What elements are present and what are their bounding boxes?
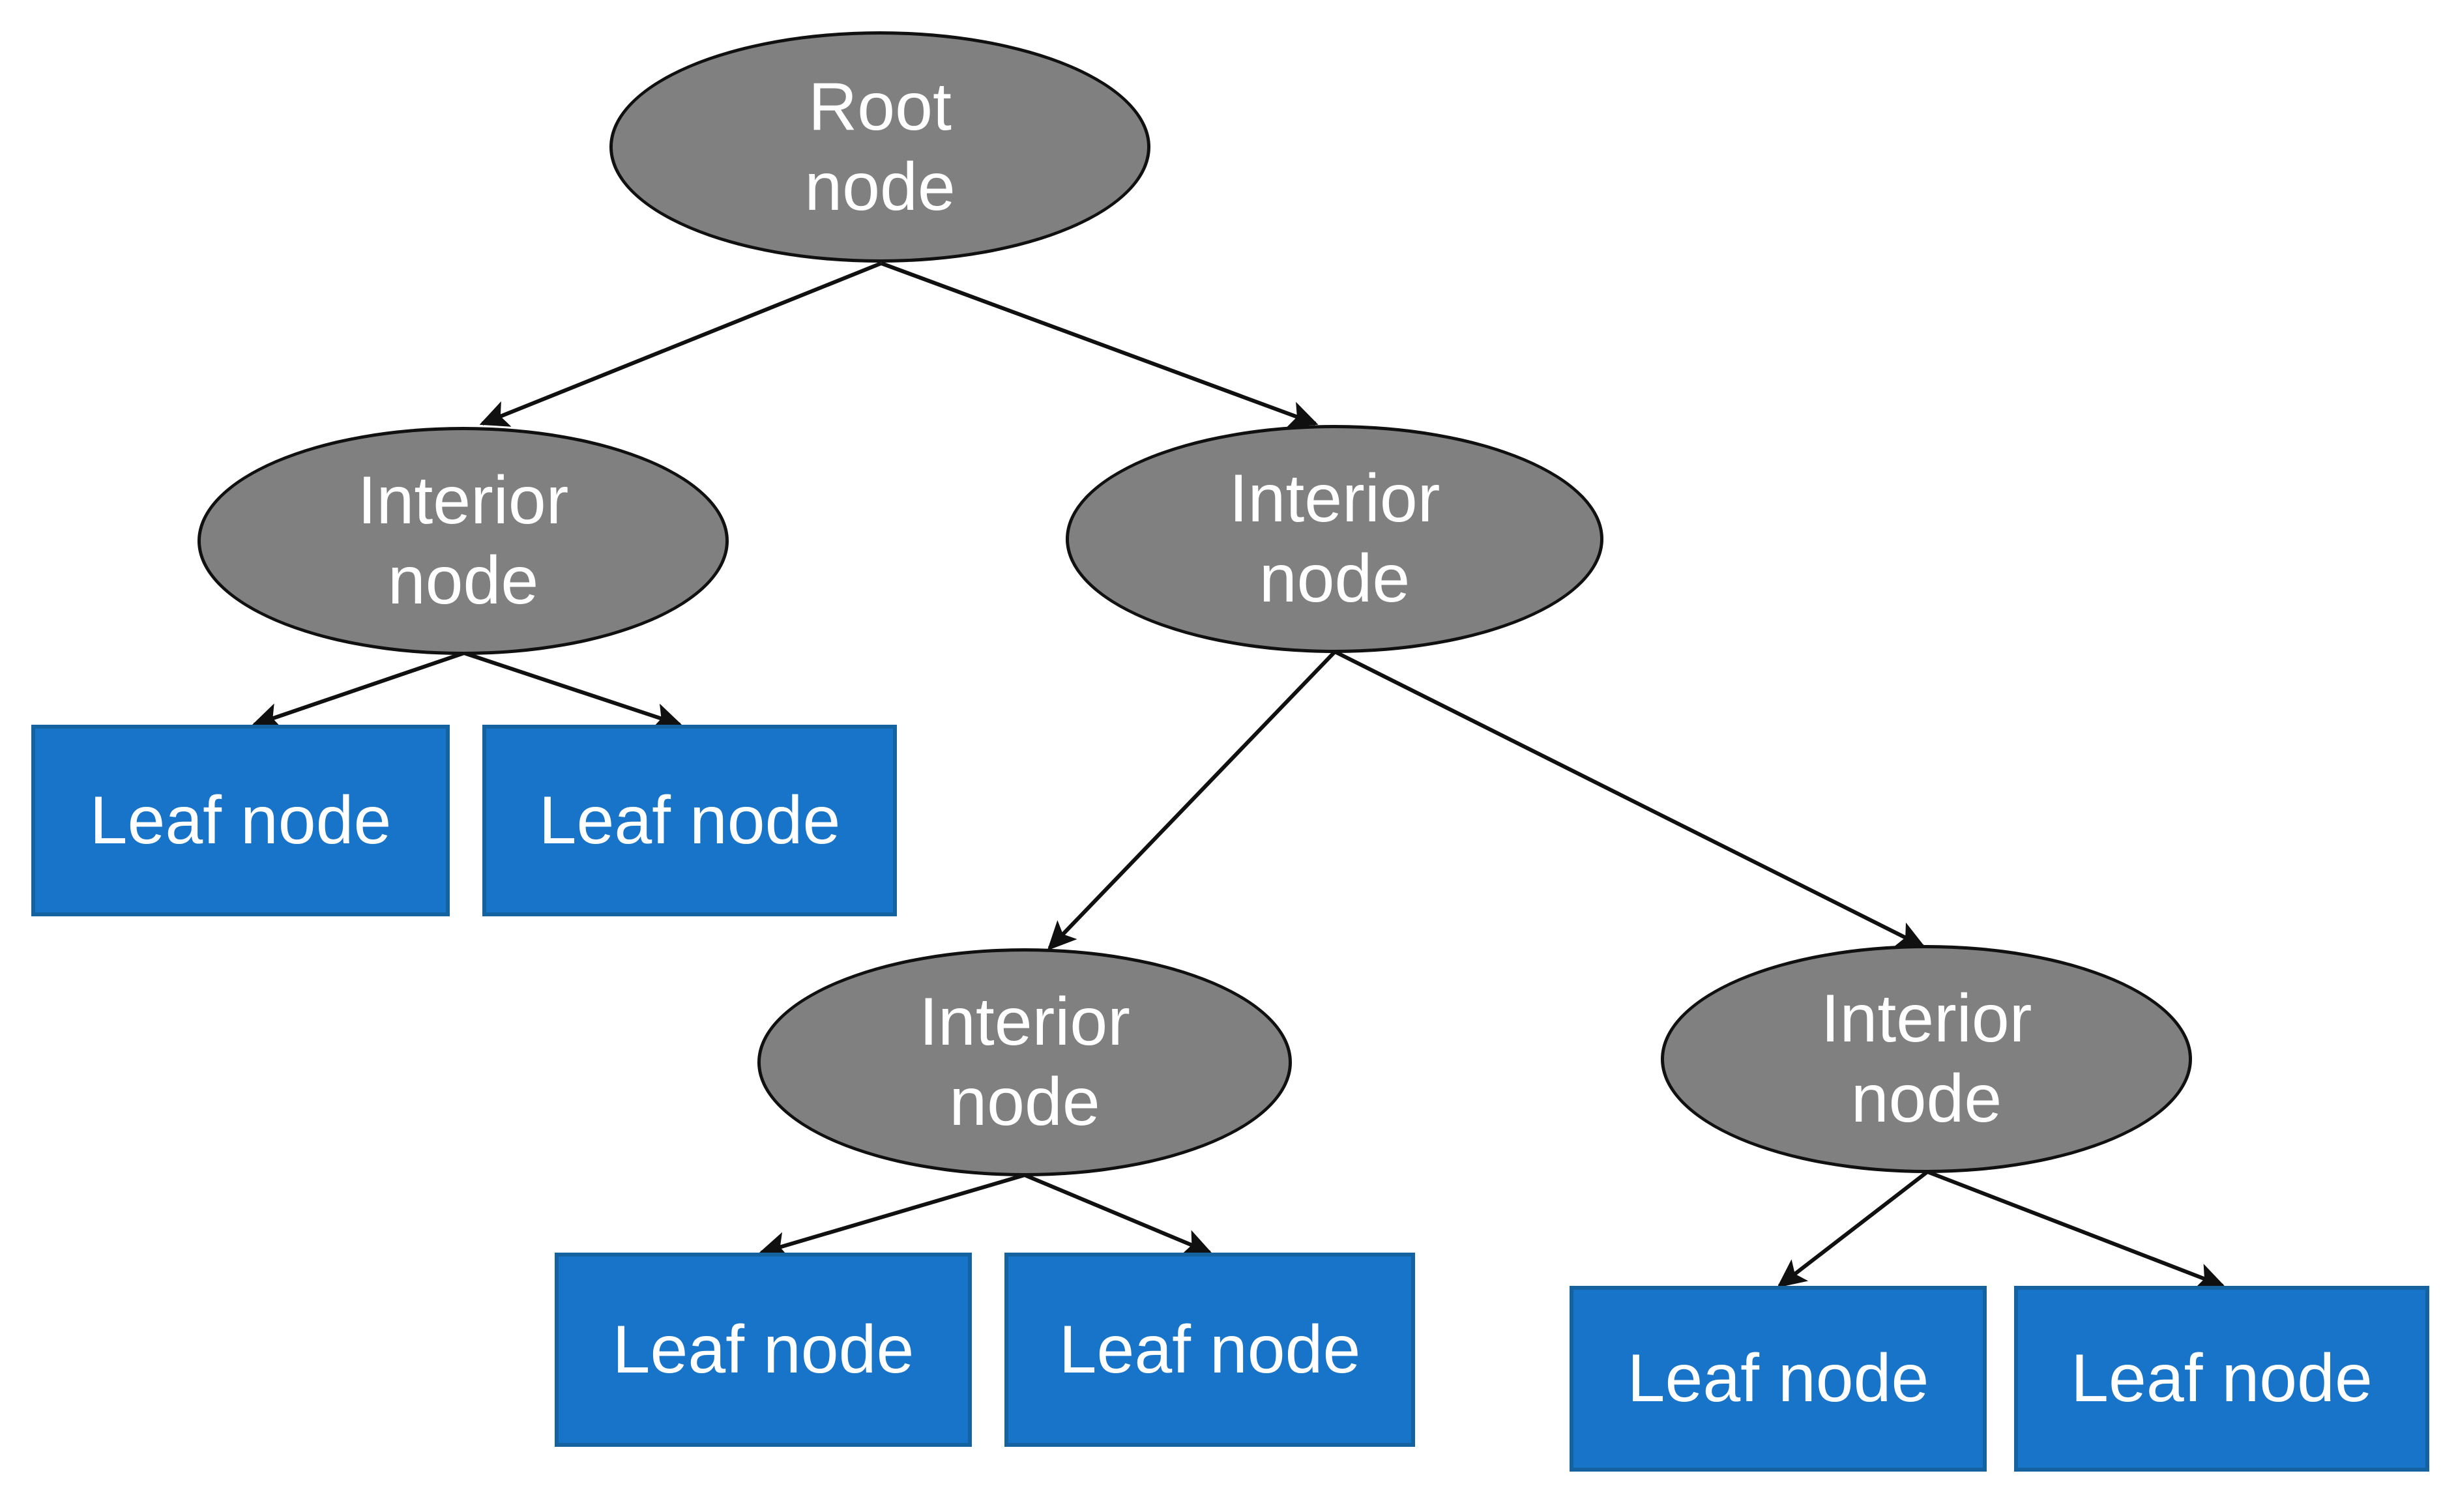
node-leaf-5[interactable]: Leaf node [1570,1286,1987,1472]
node-leaf-2[interactable]: Leaf node [482,725,897,916]
node-interior-l3-right[interactable]: Interior node [1661,945,2192,1173]
edge-interior-l2-right-to-interior-l3-right [1334,650,1926,948]
edge-root-to-interior-l2-right [880,261,1319,428]
edge-interior-l2-right-to-interior-l3-left [1047,650,1337,951]
edge-interior-l3-right-to-leaf-5 [1777,1170,1929,1288]
node-root[interactable]: Root node [609,31,1150,263]
node-leaf-2-label: Leaf node [538,782,841,858]
node-leaf-4[interactable]: Leaf node [1004,1253,1415,1447]
node-leaf-3-label: Leaf node [612,1311,914,1388]
edge-root-to-interior-l2-left [479,261,883,427]
node-interior-l2-right-label: Interior node [1229,461,1440,617]
edge-interior-l3-right-to-leaf-6 [1926,1170,2226,1290]
edge-interior-l2-left-to-leaf-1 [251,651,465,730]
node-leaf-6[interactable]: Leaf node [2014,1286,2429,1472]
node-leaf-5-label: Leaf node [1627,1341,1929,1417]
node-leaf-6-label: Leaf node [2071,1341,2373,1417]
node-interior-l3-left-label: Interior node [919,984,1130,1140]
node-interior-l2-left[interactable]: Interior node [197,427,729,655]
node-interior-l3-left[interactable]: Interior node [757,948,1292,1176]
node-interior-l3-right-label: Interior node [1820,981,2032,1137]
node-leaf-4-label: Leaf node [1059,1311,1361,1388]
node-interior-l2-right[interactable]: Interior node [1066,425,1603,653]
node-leaf-1[interactable]: Leaf node [31,725,450,916]
edge-interior-l3-left-to-leaf-3 [758,1173,1025,1258]
node-leaf-1-label: Leaf node [89,782,392,858]
edge-interior-l2-left-to-leaf-2 [463,651,683,730]
node-interior-l2-left-label: Interior node [357,463,569,618]
node-leaf-3[interactable]: Leaf node [555,1253,972,1447]
edge-interior-l3-left-to-leaf-4 [1023,1173,1213,1256]
node-root-label: Root node [804,68,956,225]
